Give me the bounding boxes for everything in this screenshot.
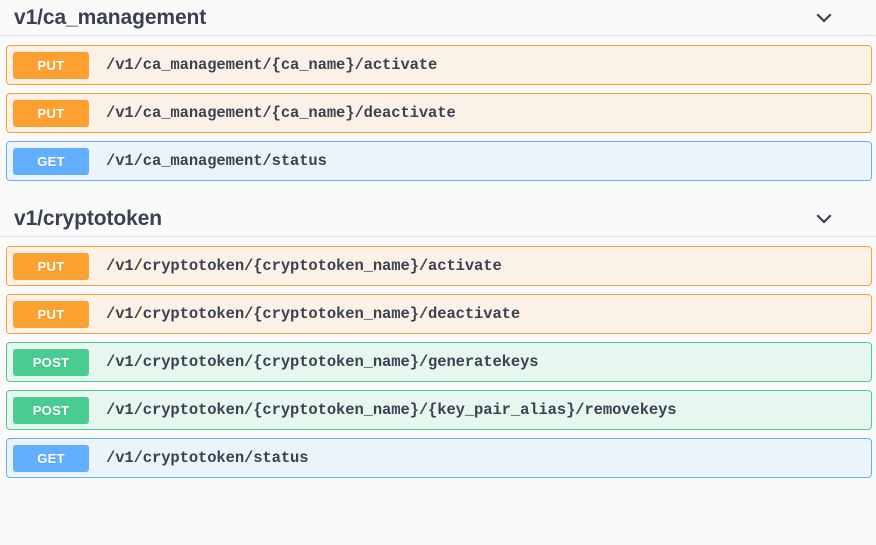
- api-tag-header-cryptotoken[interactable]: v1/cryptotoken: [0, 201, 876, 237]
- api-operation-row[interactable]: PUT /v1/cryptotoken/{cryptotoken_name}/a…: [6, 246, 872, 286]
- api-operation-path: /v1/ca_management/status: [106, 152, 327, 170]
- api-operations-list-ca-management: PUT /v1/ca_management/{ca_name}/activate…: [0, 45, 876, 181]
- http-method-badge: PUT: [13, 99, 89, 127]
- api-operation-row[interactable]: GET /v1/ca_management/status: [6, 141, 872, 181]
- http-method-badge: PUT: [13, 300, 89, 328]
- api-tag-section-ca-management: v1/ca_management PUT /v1/ca_management/{…: [0, 0, 876, 181]
- api-tag-title: v1/ca_management: [14, 6, 207, 29]
- http-method-badge: PUT: [13, 51, 89, 79]
- api-operation-path: /v1/cryptotoken/status: [106, 449, 309, 467]
- http-method-badge: PUT: [13, 252, 89, 280]
- api-operation-path: /v1/cryptotoken/{cryptotoken_name}/deact…: [106, 305, 521, 323]
- http-method-badge: GET: [13, 444, 89, 472]
- api-operation-path: /v1/ca_management/{ca_name}/activate: [106, 56, 438, 74]
- http-method-badge: POST: [13, 348, 89, 376]
- api-tag-title: v1/cryptotoken: [14, 207, 162, 230]
- api-operation-path: /v1/ca_management/{ca_name}/deactivate: [106, 104, 456, 122]
- http-method-badge: POST: [13, 396, 89, 424]
- api-operation-row[interactable]: PUT /v1/ca_management/{ca_name}/activate: [6, 45, 872, 85]
- chevron-down-icon[interactable]: [814, 8, 834, 28]
- api-operation-path: /v1/cryptotoken/{cryptotoken_name}/{key_…: [106, 401, 677, 419]
- api-operations-list-cryptotoken: PUT /v1/cryptotoken/{cryptotoken_name}/a…: [0, 246, 876, 478]
- api-operation-row[interactable]: POST /v1/cryptotoken/{cryptotoken_name}/…: [6, 342, 872, 382]
- api-operation-row[interactable]: GET /v1/cryptotoken/status: [6, 438, 872, 478]
- api-operation-row[interactable]: PUT /v1/ca_management/{ca_name}/deactiva…: [6, 93, 872, 133]
- api-tag-header-ca-management[interactable]: v1/ca_management: [0, 0, 876, 36]
- api-operation-path: /v1/cryptotoken/{cryptotoken_name}/gener…: [106, 353, 539, 371]
- http-method-badge: GET: [13, 147, 89, 175]
- chevron-down-icon[interactable]: [814, 209, 834, 229]
- api-tag-section-cryptotoken: v1/cryptotoken PUT /v1/cryptotoken/{cryp…: [0, 201, 876, 478]
- api-operation-path: /v1/cryptotoken/{cryptotoken_name}/activ…: [106, 257, 502, 275]
- api-operation-row[interactable]: POST /v1/cryptotoken/{cryptotoken_name}/…: [6, 390, 872, 430]
- section-spacer: [0, 189, 876, 201]
- api-operation-row[interactable]: PUT /v1/cryptotoken/{cryptotoken_name}/d…: [6, 294, 872, 334]
